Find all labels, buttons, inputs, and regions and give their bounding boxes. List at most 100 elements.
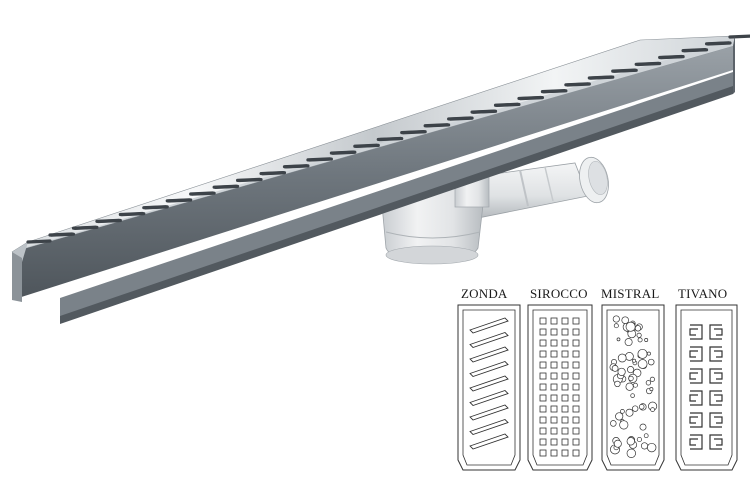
tivano-glyph <box>689 412 703 428</box>
sirocco-label: SIROCCO <box>530 286 588 301</box>
pattern-swatches: ZONDA SIROCCO MISTRAL <box>457 286 738 471</box>
mistral-hole <box>612 315 620 323</box>
zonda-slot <box>469 404 509 421</box>
sirocco-hole <box>550 350 558 358</box>
sirocco-hole <box>572 372 580 380</box>
mistral-hole <box>626 437 635 446</box>
mistral-hole <box>615 412 624 421</box>
mistral-hole <box>650 407 655 412</box>
grate-slot <box>96 218 122 224</box>
sirocco-hole <box>572 427 580 435</box>
mistral-hole <box>625 352 634 361</box>
grate-slot <box>728 34 750 39</box>
zonda-pattern: ZONDA <box>457 286 521 471</box>
sirocco-hole <box>561 328 569 336</box>
sirocco-hole <box>572 394 580 402</box>
sirocco-hole <box>539 372 547 380</box>
sirocco-hole <box>550 317 558 325</box>
mistral-hole <box>647 358 655 366</box>
grate-slot <box>331 150 357 155</box>
sirocco-hole <box>561 361 569 369</box>
tivano-label: TIVANO <box>678 286 727 301</box>
sirocco-hole <box>550 361 558 369</box>
zonda-slot <box>469 317 509 334</box>
diagonal-slots-grate-icon <box>457 304 521 471</box>
mistral-hole <box>616 337 621 342</box>
sirocco-hole <box>539 449 547 457</box>
grate-slot <box>425 123 451 128</box>
sirocco-hole <box>572 328 580 336</box>
tivano-glyph <box>709 390 723 406</box>
sirocco-hole <box>539 438 547 446</box>
zonda-slot <box>469 331 509 349</box>
sirocco-hole <box>572 350 580 358</box>
mistral-hole <box>637 348 648 359</box>
mistral-hole <box>634 325 642 332</box>
grate-slot <box>120 212 146 217</box>
mistral-hole <box>636 436 642 443</box>
sirocco-hole <box>550 339 558 347</box>
mistral-hole <box>632 405 639 412</box>
sirocco-hole <box>572 317 580 325</box>
sirocco-hole <box>539 383 547 391</box>
sirocco-hole <box>539 361 547 369</box>
mistral-pattern: MISTRAL <box>601 286 665 471</box>
mistral-hole <box>613 323 619 329</box>
grate-slot <box>260 171 287 176</box>
sirocco-hole <box>550 383 558 391</box>
sirocco-hole <box>550 405 558 413</box>
sirocco-hole <box>550 416 558 424</box>
sirocco-hole <box>561 427 569 435</box>
grate-slot <box>354 143 380 149</box>
grate-slot <box>26 239 52 244</box>
mistral-hole <box>645 380 652 386</box>
sirocco-hole <box>539 350 547 358</box>
grate-slot <box>659 55 685 60</box>
tivano-glyph <box>689 434 703 450</box>
tivano-glyph <box>689 346 703 362</box>
mistral-hole <box>647 442 657 453</box>
grate-slot <box>682 48 709 53</box>
sirocco-hole <box>572 449 580 457</box>
sirocco-hole <box>550 427 558 435</box>
tivano-glyph <box>709 324 723 340</box>
mistral-hole <box>649 376 655 382</box>
linear-drain-channel <box>11 34 750 324</box>
mistral-hole <box>632 382 638 388</box>
mistral-hole <box>613 439 622 448</box>
drain-siphon <box>381 156 609 265</box>
zonda-slot <box>469 433 509 450</box>
mistral-hole <box>627 366 635 374</box>
grate-slot <box>636 61 662 67</box>
mistral-hole <box>625 321 636 332</box>
mistral-label: MISTRAL <box>601 286 659 301</box>
sirocco-hole <box>539 405 547 413</box>
sirocco-hole <box>550 438 558 446</box>
sirocco-hole <box>572 416 580 424</box>
mistral-hole <box>649 387 654 392</box>
sirocco-hole <box>561 372 569 380</box>
sirocco-hole <box>550 328 558 336</box>
mistral-hole <box>626 448 636 458</box>
grate-slot <box>706 41 732 46</box>
mistral-hole <box>621 316 629 324</box>
sirocco-hole <box>572 405 580 413</box>
mistral-hole <box>644 338 649 342</box>
square-holes-grate-icon <box>527 304 593 471</box>
mistral-hole <box>640 442 649 450</box>
zonda-label: ZONDA <box>461 286 508 301</box>
grate-slot <box>378 136 404 142</box>
grate-slot <box>401 130 427 135</box>
sirocco-hole <box>539 427 547 435</box>
sirocco-hole <box>561 405 569 413</box>
grate-slot <box>448 116 474 121</box>
grate-slot <box>471 109 498 114</box>
grate-slot <box>190 191 216 196</box>
mistral-hole <box>638 404 645 410</box>
tivano-glyph <box>709 346 723 362</box>
mistral-hole <box>630 393 635 398</box>
tivano-glyph <box>709 434 723 450</box>
mistral-hole <box>646 351 651 356</box>
grate-slot <box>213 184 240 189</box>
